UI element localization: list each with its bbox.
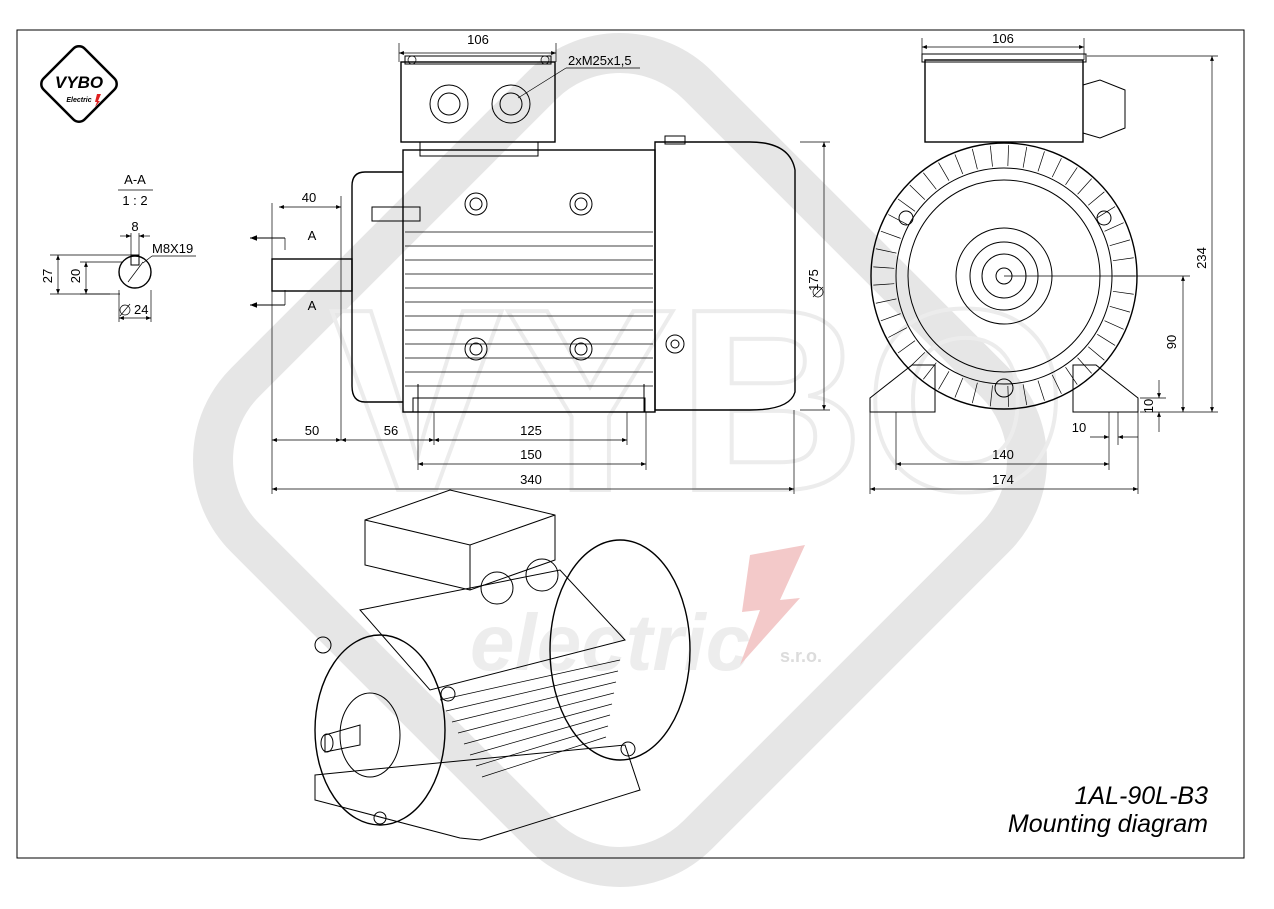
shaft-diameter-label: 24 [134,302,148,317]
earth-screw [665,334,685,354]
cooling-fins [405,231,653,387]
dim-125-label: 125 [520,423,542,438]
gland-thread-label: 2xM25x1,5 [568,53,632,68]
dim-174-label: 174 [992,472,1014,487]
section-view: A-A 1 : 2 8 M8X19 27 20 24 [40,172,196,322]
section-name: A-A [124,172,146,187]
key-width-label: 8 [131,219,138,234]
watermark-suffix-text: s.r.o. [780,646,822,666]
diameter-175-label: 175 [806,269,821,291]
diagram-subtitle: Mounting diagram [1008,810,1208,838]
logo-sub-text: Electric [66,97,91,104]
section-mark-bottom: A [308,298,317,313]
watermark-bolt-icon [740,545,805,665]
cable-gland-1 [429,84,469,124]
end-box-width-label: 106 [992,31,1014,46]
dim-20-label: 20 [68,269,83,283]
watermark: VYBO electric s.r.o. [193,33,1069,887]
diameter-symbol-icon [119,304,131,316]
logo-text: VYBO [55,73,103,92]
hole-10-label: 10 [1072,420,1086,435]
end-foot-left [869,364,936,413]
iso-front-flange [314,634,446,826]
dim-140-label: 140 [992,447,1014,462]
dim-56-label: 56 [384,423,398,438]
dim-50-label: 50 [305,423,319,438]
section-mark-top: A [308,228,317,243]
iso-fan-cover [549,539,691,761]
mounting-foot [412,397,646,413]
side-box-width-label: 106 [467,32,489,47]
cable-gland-2 [491,84,531,124]
model-title: 1AL-90L-B3 [1075,782,1209,810]
drawing-frame [16,29,1245,859]
end-foot-right [1072,364,1139,413]
iso-foot [314,744,641,841]
thread-label: M8X19 [152,241,193,256]
end-cable-gland [1082,79,1126,139]
logo-bolt-icon [95,94,101,107]
foot-height-label: 10 [1141,399,1156,413]
iso-terminal-box [364,489,556,591]
iso-cooling-fins [439,659,621,778]
watermark-logo-text: VYBO [330,256,1067,546]
end-terminal-box [924,59,1084,143]
height-90-label: 90 [1164,335,1179,349]
dim-150-label: 150 [520,447,542,462]
fan-cover [654,141,796,411]
watermark-sub-text: electric [470,598,750,687]
side-view: 106 2xM25x1,5 40 A A 175 [250,32,830,494]
end-view: 106 234 90 10 10 140 174 [869,31,1218,494]
height-234-label: 234 [1194,247,1209,269]
shaft-section-circle [118,255,152,289]
dim-27-label: 27 [40,269,55,283]
section-scale: 1 : 2 [122,193,147,208]
company-logo: VYBO Electric [40,45,118,123]
isometric-view [314,489,691,841]
end-radial-fins [873,145,1135,407]
shaft-length-label: 40 [302,190,316,205]
dim-340-label: 340 [520,472,542,487]
iso-shaft [324,724,361,753]
